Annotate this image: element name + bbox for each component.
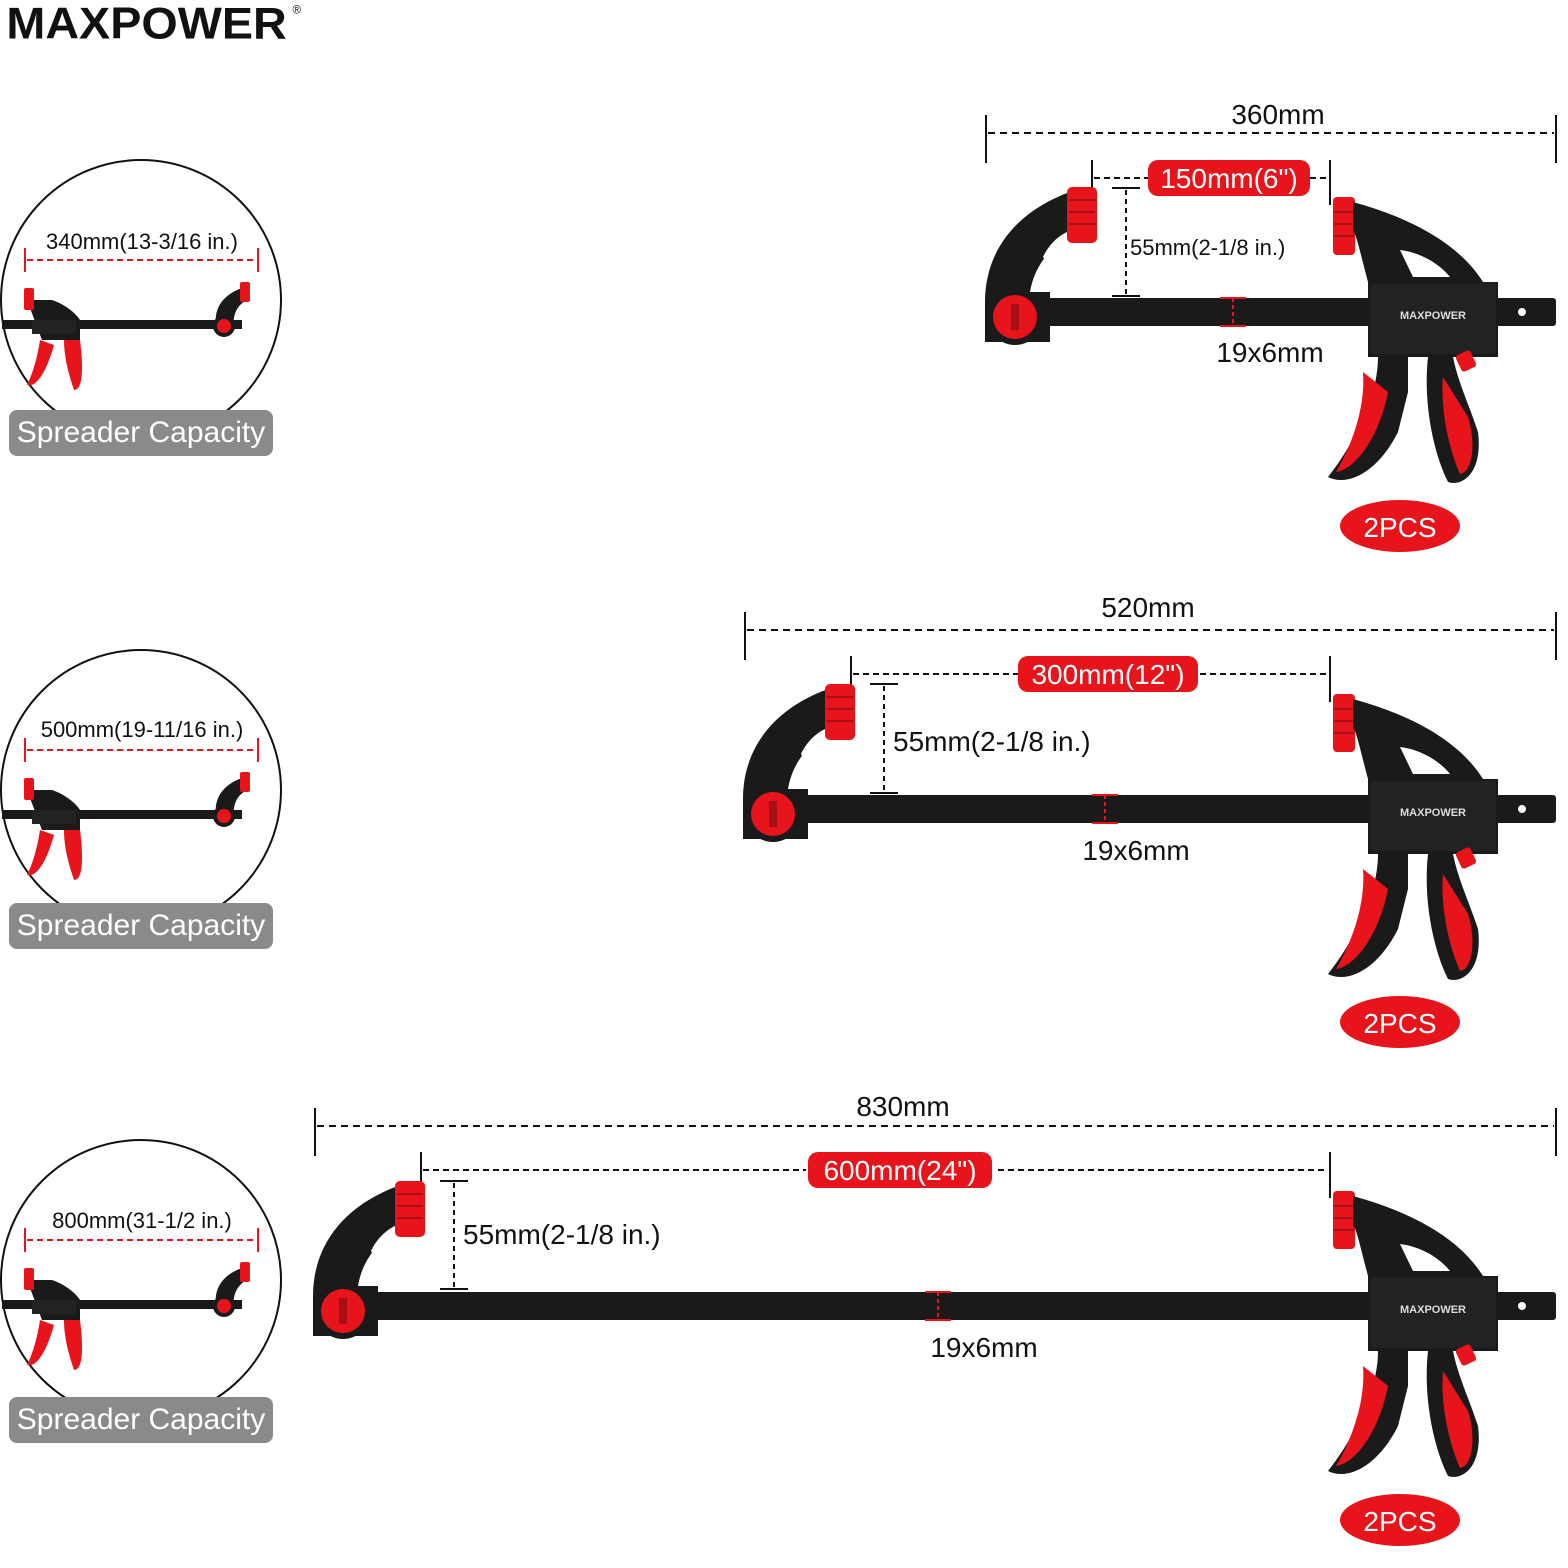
clamp-row-1: 360mm 150mm(6") 55mm(2-1/8 in.) 19x6mm 2… xyxy=(984,99,1557,552)
clamp-row-3: 830mm 600mm(24") 55mm(2-1/8 in.) 19x6mm … xyxy=(312,1091,1557,1546)
spreader-capacity-value: 500mm(19-11/16 in.) xyxy=(41,717,244,742)
quantity-label: 2PCS xyxy=(1363,1506,1436,1537)
clamp-capacity-badge xyxy=(1148,160,1310,196)
registered-mark: ® xyxy=(292,4,301,16)
spreader-circle-1: 340mm(13-3/16 in.) xyxy=(0,159,282,441)
quantity-label: 2PCS xyxy=(1363,1008,1436,1039)
bar-size-label: 19x6mm xyxy=(1082,835,1189,866)
bar-size-label: 19x6mm xyxy=(1216,337,1323,368)
spreader-capacity-value: 340mm(13-3/16 in.) xyxy=(46,229,238,254)
brand-name: MAXPOWER xyxy=(6,0,286,48)
trigger-handle xyxy=(1327,1190,1499,1478)
clamp-capacity-badge xyxy=(1018,656,1198,692)
spreader-capacity-badge: Spreader Capacity xyxy=(9,1397,273,1443)
spreader-capacity-value: 800mm(31-1/2 in.) xyxy=(52,1208,232,1233)
quantity-badge xyxy=(1340,996,1460,1048)
spreader-circle-2: 500mm(19-11/16 in.) xyxy=(0,649,282,931)
overall-length-label: 360mm xyxy=(1231,99,1324,130)
quantity-label: 2PCS xyxy=(1363,512,1436,543)
spreader-capacity-badge: Spreader Capacity xyxy=(9,410,273,456)
clamp-capacity-label: 150mm(6") xyxy=(1160,163,1298,194)
clamp-bar xyxy=(340,1292,1556,1320)
clamp-bar xyxy=(770,795,1556,823)
trigger-handle xyxy=(1327,196,1499,484)
trigger-handle xyxy=(1327,693,1499,981)
spreader-circle-3: 800mm(31-1/2 in.) xyxy=(0,1139,282,1421)
clamp-capacity-label: 300mm(12") xyxy=(1031,659,1184,690)
overall-length-label: 830mm xyxy=(856,1091,949,1122)
quantity-badge xyxy=(1340,1494,1460,1546)
clamp-capacity-badge xyxy=(808,1152,992,1188)
bar-size-label: 19x6mm xyxy=(930,1332,1037,1363)
throat-depth-label: 55mm(2-1/8 in.) xyxy=(463,1219,661,1250)
throat-depth-label: 55mm(2-1/8 in.) xyxy=(893,726,1091,757)
maxpower-logo: MAXPOWER ® xyxy=(6,0,301,48)
spreader-capacity-badge: Spreader Capacity xyxy=(9,903,273,949)
clamp-capacity-label: 600mm(24") xyxy=(823,1155,976,1186)
quantity-badge xyxy=(1340,500,1460,552)
clamp-row-2: 520mm 300mm(12") 55mm(2-1/8 in.) 19x6mm … xyxy=(742,592,1557,1048)
throat-depth-label: 55mm(2-1/8 in.) xyxy=(1130,235,1285,260)
overall-length-label: 520mm xyxy=(1101,592,1194,623)
